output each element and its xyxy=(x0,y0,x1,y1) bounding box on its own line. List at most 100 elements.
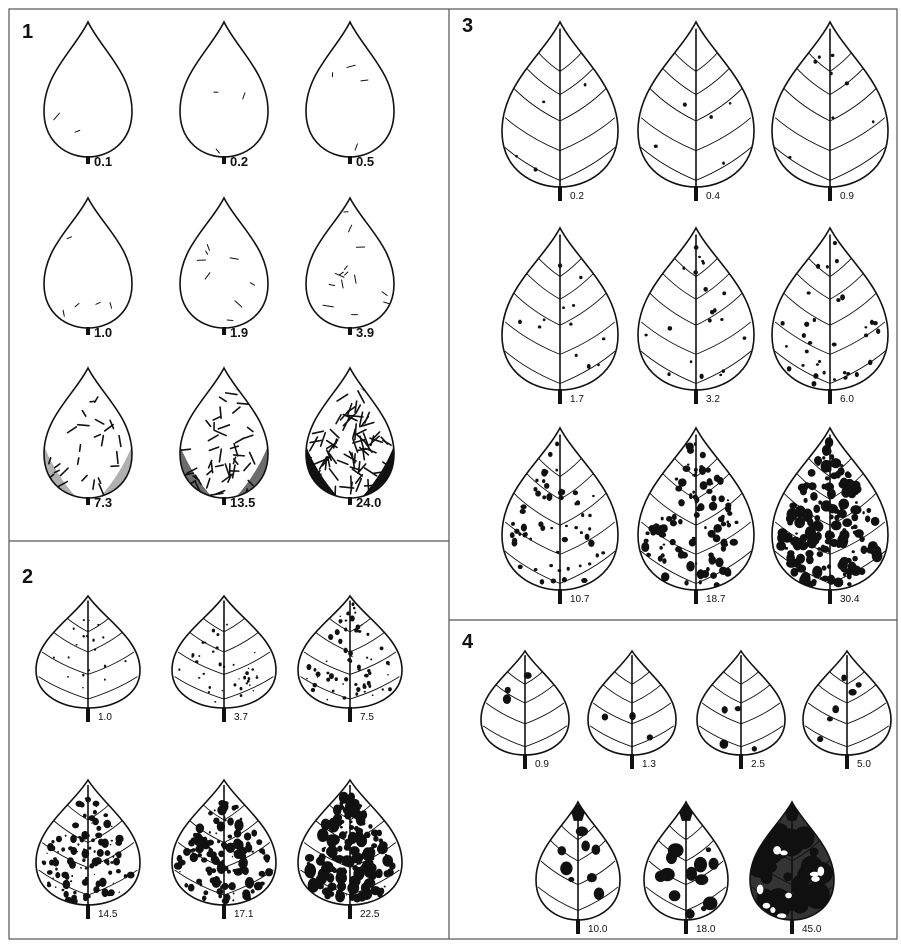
lesion-spot xyxy=(62,889,65,891)
leaf-symptoms xyxy=(646,804,726,920)
leaf-diagram: 22.5 xyxy=(298,780,402,920)
lesion-spot xyxy=(818,360,821,363)
lesion-spot xyxy=(201,857,207,862)
lesion-spot xyxy=(360,865,363,869)
side-vein xyxy=(741,703,780,724)
lesion-spot xyxy=(317,883,324,889)
leaf-symptoms xyxy=(775,234,885,390)
leaf-diagram: 24.0 xyxy=(299,368,398,510)
side-vein xyxy=(830,118,885,151)
leaf-diagram: 10.7 xyxy=(502,428,618,605)
petiole xyxy=(845,754,849,769)
lesion-spot xyxy=(345,800,346,801)
lesion-streak xyxy=(355,144,357,150)
lesion-spot xyxy=(699,580,702,584)
lesion-spot xyxy=(112,855,114,858)
lesion-streak xyxy=(55,464,60,468)
lesion-spot xyxy=(808,469,816,477)
severity-label: 3.2 xyxy=(706,394,720,405)
lesion-spot xyxy=(581,841,590,852)
lesion-spot xyxy=(87,894,90,898)
lesion-spot xyxy=(830,472,838,479)
lesion-spot xyxy=(124,874,128,878)
lesion-streak xyxy=(243,93,245,99)
lesion-spot xyxy=(503,694,511,704)
lesion-streak xyxy=(90,401,95,402)
lesion-spot xyxy=(224,801,229,805)
lesion-spot xyxy=(102,636,104,639)
lesion-spot xyxy=(727,523,731,528)
lesion-spot xyxy=(365,813,367,815)
lesion-streak xyxy=(205,273,210,279)
petiole xyxy=(576,919,580,934)
lesion-spot xyxy=(872,120,875,123)
leaf-outline xyxy=(44,22,132,157)
petiole xyxy=(86,156,90,164)
lesion-spot xyxy=(198,855,200,857)
lesion-streak xyxy=(382,292,387,296)
severity-label: 2.5 xyxy=(751,759,765,770)
lesion-spot xyxy=(661,517,664,521)
side-vein xyxy=(505,322,560,354)
lesion-streak xyxy=(343,416,350,430)
leaf-diagram: 3.7 xyxy=(172,596,276,723)
lesion-streak xyxy=(310,440,321,442)
side-vein xyxy=(696,118,751,151)
side-vein xyxy=(560,118,615,151)
lesion-spot xyxy=(312,877,314,879)
lesion-spot xyxy=(533,487,537,492)
lesion-spot xyxy=(683,102,687,106)
severity-label: 3.7 xyxy=(234,712,248,723)
lesion-spot xyxy=(377,873,380,876)
side-vein xyxy=(830,351,885,383)
lesion-spot xyxy=(572,304,575,307)
leaf-diagram: 45.0 xyxy=(747,802,834,935)
leaf-symptoms xyxy=(39,600,138,708)
lesion-spot xyxy=(534,167,538,171)
lesion-spot xyxy=(668,326,673,331)
lesion-spot xyxy=(317,677,318,678)
lesion-spot xyxy=(845,81,849,85)
lesion-spot xyxy=(847,486,857,498)
petiole xyxy=(630,754,634,769)
petiole xyxy=(86,327,90,335)
lesion-spot xyxy=(692,490,695,493)
lesion-spot xyxy=(262,851,265,855)
lesion-spot xyxy=(521,524,527,532)
lesion-spot xyxy=(567,567,570,571)
lesion-spot xyxy=(844,376,847,380)
side-vein xyxy=(830,88,877,121)
side-vein xyxy=(830,244,863,276)
lesion-spot xyxy=(350,892,353,895)
green-island xyxy=(818,866,825,876)
side-vein xyxy=(538,887,578,911)
lesion-spot xyxy=(544,470,548,475)
lesion-spot xyxy=(326,699,328,701)
side-vein xyxy=(775,147,830,180)
lesion-spot xyxy=(265,857,270,863)
lesion-spot xyxy=(53,656,55,658)
lesion-spot xyxy=(827,717,833,722)
side-vein xyxy=(775,322,830,354)
lesion-spot xyxy=(91,838,95,842)
lesion-spot xyxy=(835,259,839,263)
lesion-spot xyxy=(872,519,877,525)
lesion-streak xyxy=(206,420,211,426)
lesion-spot xyxy=(245,671,249,675)
lesion-spot xyxy=(562,577,567,582)
lesion-spot xyxy=(788,156,791,159)
lesion-spot xyxy=(113,882,114,883)
lesion-spot xyxy=(727,511,732,516)
petiole xyxy=(348,327,352,335)
lesion-spot xyxy=(876,329,880,335)
lesion-spot xyxy=(859,568,866,575)
lesion-streak xyxy=(94,435,100,438)
lesion-spot xyxy=(641,542,649,552)
lesion-spot xyxy=(798,540,808,550)
lesion-spot xyxy=(729,102,732,105)
lesion-spot xyxy=(588,527,591,531)
lesion-spot xyxy=(654,145,658,149)
lesion-spot xyxy=(47,870,53,875)
lesion-streak xyxy=(207,470,212,475)
lesion-spot xyxy=(855,501,858,504)
